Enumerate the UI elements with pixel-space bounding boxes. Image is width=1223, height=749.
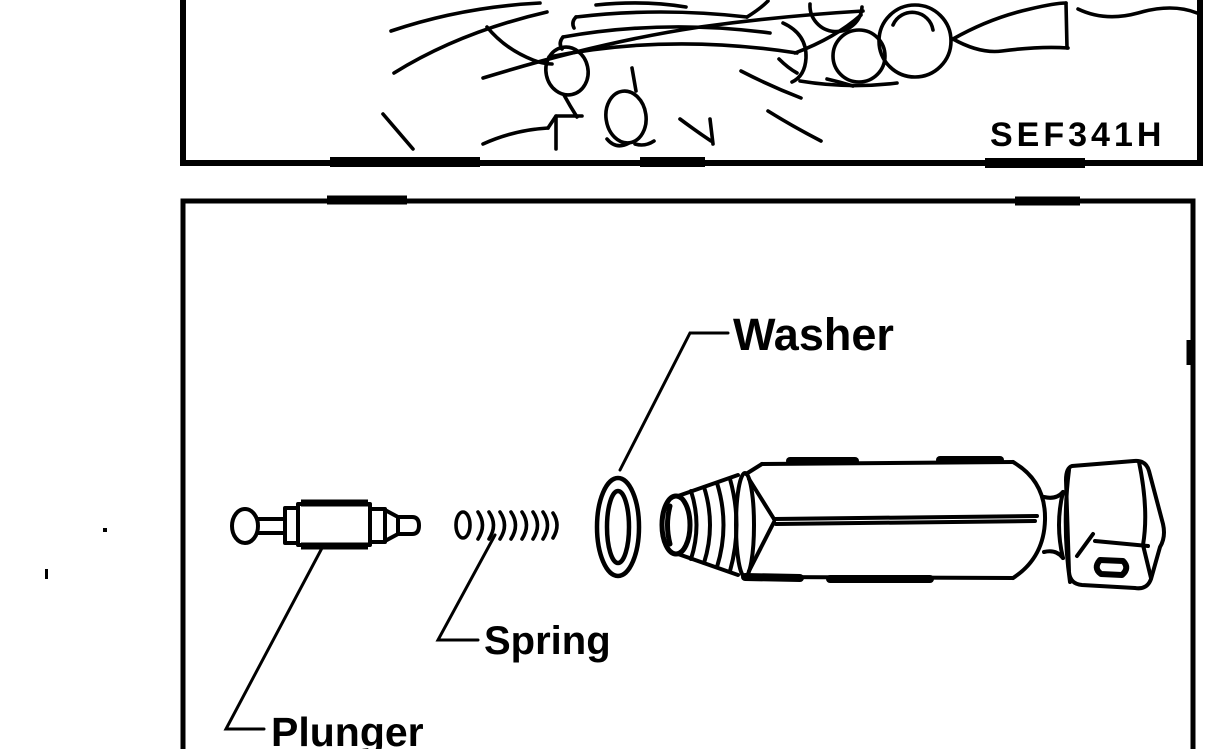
top-panel-border-blotches bbox=[330, 157, 1085, 168]
thumb-and-plug-ovals bbox=[544, 45, 648, 148]
valve-body-drawing bbox=[659, 456, 1166, 591]
scan-speck-dot bbox=[103, 528, 107, 532]
spring-leader-line bbox=[435, 533, 497, 642]
finger-outlines bbox=[777, 1, 1199, 88]
bottom-panel-frame bbox=[180, 198, 1196, 749]
hex-body bbox=[741, 456, 1048, 583]
plunger-drawing bbox=[230, 499, 421, 550]
washer-label: Washer bbox=[733, 309, 894, 360]
washer-drawing bbox=[594, 475, 642, 579]
component-base-lines bbox=[481, 114, 584, 151]
bottom-figure-panel: Washer Spring Plunger bbox=[180, 195, 1196, 749]
spring-drawing bbox=[454, 510, 559, 541]
exploded-valve-diagram: Washer Spring Plunger bbox=[223, 309, 1166, 749]
figure-code-label: SEF341H bbox=[990, 116, 1165, 154]
leader-lines bbox=[223, 331, 730, 731]
hand-holding-component-illustration bbox=[381, 0, 1199, 151]
finger-fold-lines bbox=[633, 69, 823, 147]
spring-label: Spring bbox=[484, 619, 611, 663]
washer-leader-line bbox=[618, 331, 730, 472]
plunger-label: Plunger bbox=[271, 709, 424, 749]
plunger-leader-line bbox=[223, 546, 324, 731]
knuckle-circles bbox=[781, 2, 953, 84]
top-figure-panel: SEF341H bbox=[180, 0, 1203, 168]
bottom-panel-border-blotches bbox=[327, 195, 1196, 365]
scan-specks bbox=[45, 528, 107, 579]
end-cap bbox=[1042, 458, 1166, 591]
threaded-nose bbox=[659, 471, 756, 579]
scan-speck-tick bbox=[45, 569, 48, 579]
wrist-curves bbox=[381, 1, 549, 151]
